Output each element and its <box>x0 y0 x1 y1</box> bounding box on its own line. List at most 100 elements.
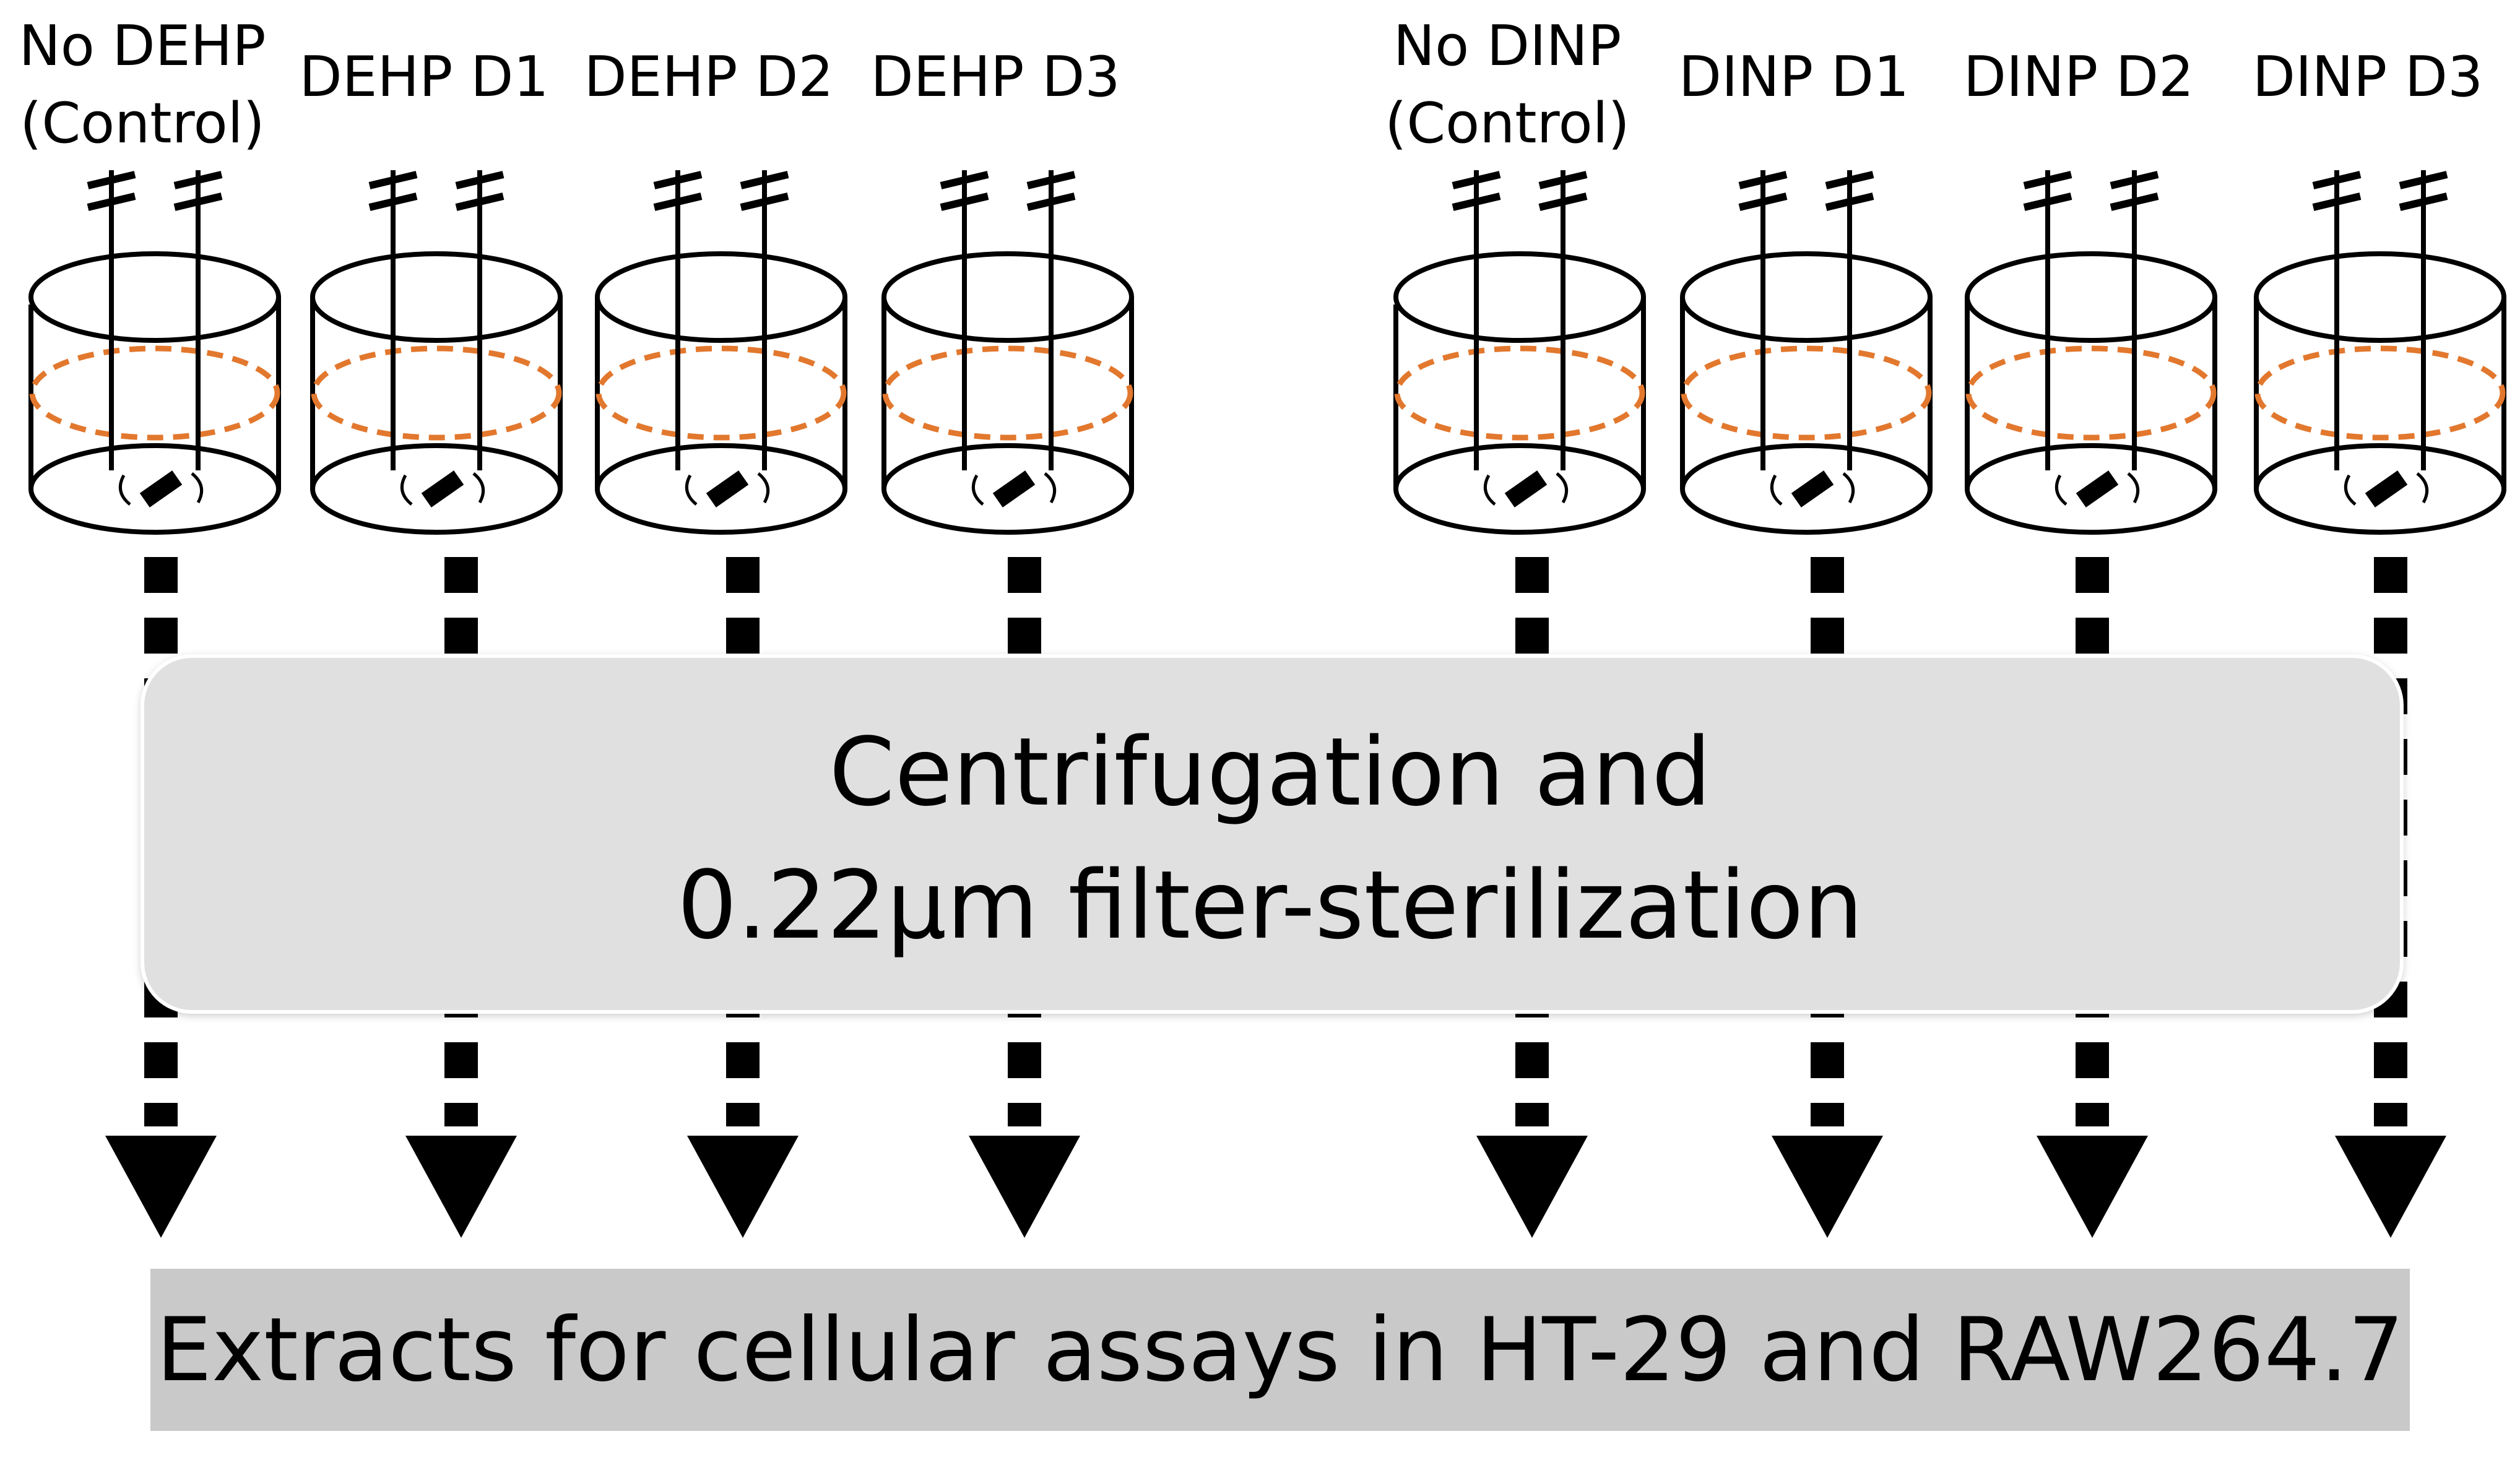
process-box <box>141 654 2404 1014</box>
vessel-top <box>2254 251 2506 343</box>
vessel-top <box>1965 251 2217 343</box>
stir-bar-icon <box>2076 470 2119 508</box>
flow-arrow-head <box>405 1136 517 1238</box>
stir-motion-arc <box>2416 472 2429 504</box>
stir-bar-icon <box>992 470 1036 508</box>
tube-break-mark <box>1738 192 1788 211</box>
stir-motion-arc <box>2127 472 2140 504</box>
tube-break-mark <box>653 192 703 211</box>
stir-motion-arc <box>685 474 698 506</box>
liquid-level <box>882 345 1133 441</box>
tube-break-mark <box>740 192 789 211</box>
tube-break-mark <box>2110 171 2159 189</box>
stir-motion-arc <box>1483 474 1496 506</box>
process-step: Centrifugation and 0.22µm filter-sterili… <box>141 654 2404 1014</box>
tube-break-mark <box>1825 171 1874 189</box>
flow-arrow <box>2335 557 2446 1238</box>
vessel-label: DEHP D3 <box>870 45 1120 110</box>
stir-motion-arc <box>1842 472 1855 504</box>
vessel-top <box>595 251 847 343</box>
flow-arrow <box>405 557 517 1238</box>
tube-break-mark <box>368 171 418 189</box>
tube-break-mark <box>940 192 989 211</box>
stir-motion-arc <box>2344 474 2357 506</box>
tube-break-mark <box>1825 192 1874 211</box>
flow-arrow-head <box>1476 1136 1588 1238</box>
stir-motion-arc <box>400 474 413 506</box>
tube-break-mark <box>1538 192 1588 211</box>
tube-break-mark <box>2023 171 2072 189</box>
vessel-label: DINP D2 <box>1964 45 2194 110</box>
liquid-level <box>1394 345 1645 441</box>
tube-break-mark <box>1452 171 1501 189</box>
flow-arrow-head <box>2335 1136 2446 1238</box>
tube-break-mark <box>2312 171 2362 189</box>
flow-arrow <box>969 557 1080 1238</box>
stir-motion-arc <box>118 474 131 506</box>
tube-break-mark <box>173 171 223 189</box>
flow-arrow-head <box>105 1136 217 1238</box>
tube-break-mark <box>455 192 504 211</box>
vessel: DINP D3 <box>2253 45 2506 535</box>
tube-break-mark <box>1026 171 1076 189</box>
vessel: DEHP D3 <box>870 45 1134 535</box>
vessel-label: DINP D1 <box>1679 45 1910 110</box>
flow-arrow-head <box>969 1136 1080 1238</box>
vessel-label: DINP D3 <box>2253 45 2483 110</box>
tube-break-mark <box>2399 192 2448 211</box>
flow-arrow <box>105 557 217 1238</box>
liquid-level <box>1965 345 2217 441</box>
process-label-line2: 0.22µm filter-sterilization <box>677 850 1863 960</box>
stir-bar-icon <box>1791 470 1834 508</box>
vessel: DINP D2 <box>1964 45 2217 535</box>
stir-motion-arc <box>1770 474 1783 506</box>
stir-motion-arc <box>971 474 984 506</box>
vessel-label-sub: (Control) <box>20 91 265 156</box>
tube-break-mark <box>740 171 789 189</box>
stir-motion-arc <box>472 472 485 504</box>
liquid-level <box>29 345 280 441</box>
tube-break-mark <box>2399 171 2448 189</box>
flow-arrow-head <box>687 1136 799 1238</box>
stir-bar-icon <box>139 470 183 508</box>
tube-break-mark <box>2023 192 2072 211</box>
vessel-label: No DINP <box>1393 14 1621 79</box>
stir-motion-arc <box>2055 474 2068 506</box>
vessel: DEHP D2 <box>584 45 847 535</box>
output-box <box>150 1269 2410 1431</box>
tube-break-mark <box>455 171 504 189</box>
dashed-arrows <box>105 557 2446 1238</box>
vessel-top <box>310 251 563 343</box>
stir-bar-icon <box>421 470 464 508</box>
vessel: DEHP D1 <box>299 45 563 535</box>
liquid-level <box>311 345 562 441</box>
tube-break-mark <box>1452 192 1501 211</box>
tube-break-mark <box>1026 192 1076 211</box>
tube-break-mark <box>1738 171 1788 189</box>
stir-bar-icon <box>706 470 749 508</box>
vessel-top <box>1680 251 1933 343</box>
vessel: No DEHP(Control) <box>19 14 281 535</box>
vessel-top <box>28 251 281 343</box>
tube-break-mark <box>940 171 989 189</box>
output-step: Extracts for cellular assays in HT-29 an… <box>150 1269 2410 1431</box>
flow-arrow-head <box>2037 1136 2148 1238</box>
output-label: Extracts for cellular assays in HT-29 an… <box>156 1299 2404 1401</box>
stir-bar-icon <box>1504 470 1548 508</box>
vessel-top <box>1393 251 1646 343</box>
tube-break-mark <box>1538 171 1588 189</box>
tube-break-mark <box>2312 192 2362 211</box>
tube-break-mark <box>368 192 418 211</box>
liquid-level <box>2254 345 2506 441</box>
liquid-level <box>595 345 847 441</box>
stir-motion-arc <box>757 472 770 504</box>
stir-motion-arc <box>191 472 204 504</box>
vessel: DINP D1 <box>1679 45 1933 535</box>
vessel-label-sub: (Control) <box>1385 91 1630 156</box>
tube-break-mark <box>173 192 223 211</box>
vessels: No DEHP(Control) DEHP D1 DEHP D2 DEHP D3 No … <box>19 14 2506 535</box>
process-label-line1: Centrifugation and <box>829 717 1711 827</box>
flow-arrow-head <box>1772 1136 1883 1238</box>
flow-arrow <box>2037 557 2148 1238</box>
vessel-label: DEHP D1 <box>299 45 548 110</box>
